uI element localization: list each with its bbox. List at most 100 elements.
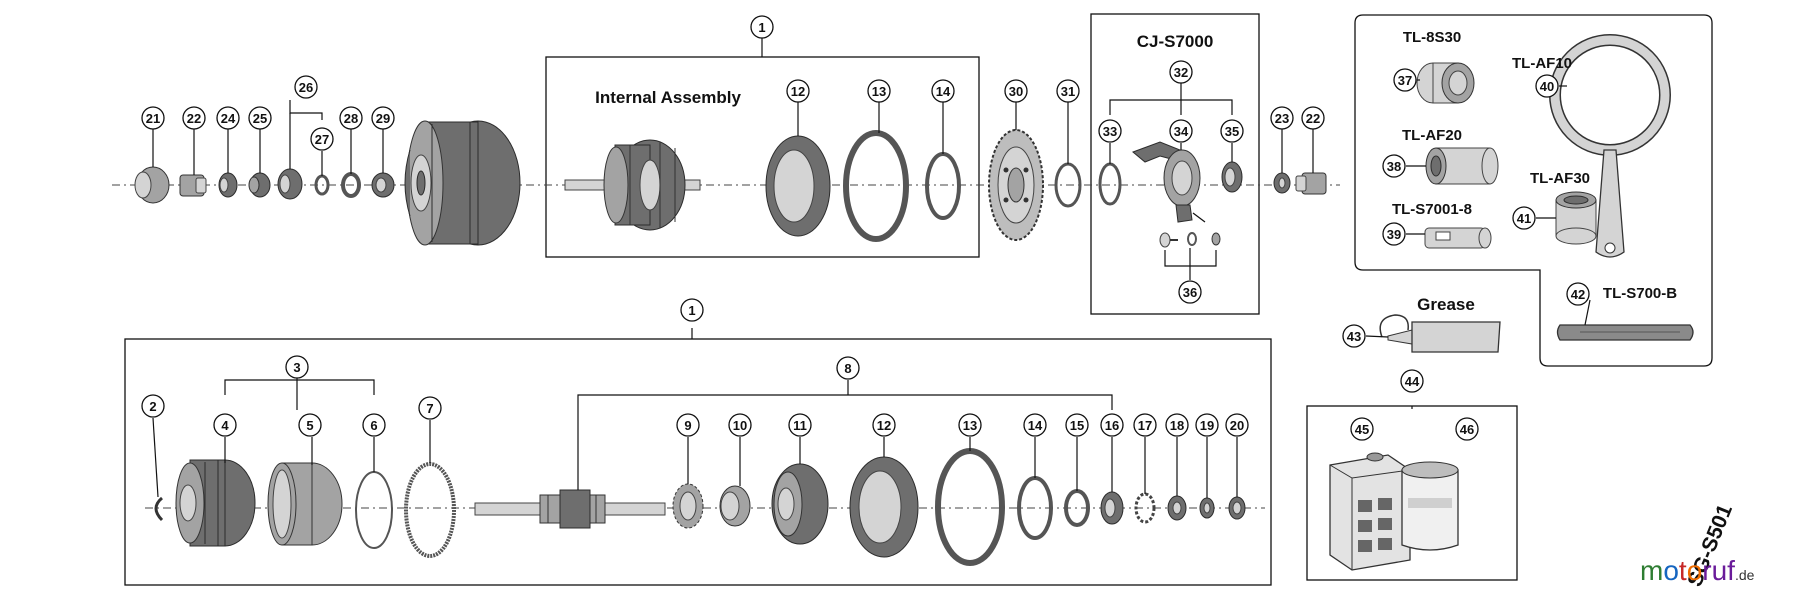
callout-36: 36 <box>1178 280 1202 304</box>
callout-33: 33 <box>1098 119 1122 143</box>
callout-8: 8 <box>836 356 860 380</box>
grease-kit <box>1329 452 1459 571</box>
callout-18: 18 <box>1165 413 1189 437</box>
callout-12-lower: 12 <box>872 413 896 437</box>
tl-af10-label: TL-AF10 <box>1512 55 1572 72</box>
callout-24: 24 <box>216 106 240 130</box>
callout-9: 9 <box>676 413 700 437</box>
tl-s7001-8-label: TL-S7001-8 <box>1392 201 1472 218</box>
callout-4: 4 <box>213 413 237 437</box>
svg-text:39: 39 <box>1387 227 1401 242</box>
part-5-ring-gear <box>267 462 343 546</box>
part-9-clutch-ring <box>672 483 704 529</box>
svg-text:12: 12 <box>791 84 805 99</box>
watermark-letters-ruf: ruf <box>1702 555 1735 586</box>
svg-text:12: 12 <box>877 418 891 433</box>
part-12-seal-lower <box>849 456 919 558</box>
part-46-grease-jar <box>1401 461 1459 551</box>
part-11-carrier <box>771 463 829 545</box>
part-30-sprocket <box>988 129 1044 241</box>
part-29-nut <box>371 172 395 198</box>
part-22-axle-nut-right <box>1295 172 1327 195</box>
cj-s7000-box <box>1090 13 1260 315</box>
callout-14-upper: 14 <box>931 79 955 103</box>
part-13-ring-upper <box>843 130 909 242</box>
callout-31: 31 <box>1056 79 1080 103</box>
callout-1-upper: 1 <box>750 15 774 39</box>
svg-text:31: 31 <box>1061 84 1075 99</box>
svg-text:1: 1 <box>758 20 765 35</box>
svg-text:1: 1 <box>688 303 695 318</box>
callout-17: 17 <box>1133 413 1157 437</box>
part-40-tl-af10 <box>1549 34 1671 258</box>
svg-text:23: 23 <box>1275 111 1289 126</box>
callout-44: 44 <box>1400 369 1424 393</box>
callout-37: 37 <box>1393 68 1417 92</box>
part-36-bolt-set <box>1159 232 1221 248</box>
callout-22-right: 22 <box>1301 106 1325 130</box>
cj-s7000-label: CJ-S7000 <box>1137 32 1214 51</box>
svg-text:44: 44 <box>1405 374 1420 389</box>
svg-text:41: 41 <box>1517 211 1531 226</box>
svg-text:21: 21 <box>146 111 160 126</box>
part-41-tl-af30 <box>1555 191 1597 245</box>
svg-text:6: 6 <box>370 418 377 433</box>
callout-14-lower: 14 <box>1023 413 1047 437</box>
part-4-gear-carrier <box>175 459 256 547</box>
callout-10: 10 <box>728 413 752 437</box>
svg-text:32: 32 <box>1174 65 1188 80</box>
watermark-letter-o1: o <box>1663 555 1679 586</box>
part-16-cone <box>1100 491 1124 525</box>
part-39-tl-s7001-8 <box>1424 227 1492 249</box>
callout-13-lower: 13 <box>958 413 982 437</box>
part-17-lock-washer <box>1134 492 1156 524</box>
boxes <box>124 13 1713 586</box>
callout-16: 16 <box>1100 413 1124 437</box>
part-hub-shell <box>404 120 521 246</box>
callout-5: 5 <box>298 413 322 437</box>
tl-8s30-label: TL-8S30 <box>1403 29 1461 46</box>
callout-2: 2 <box>141 394 165 418</box>
svg-text:19: 19 <box>1200 418 1214 433</box>
part-18-nut <box>1167 495 1187 521</box>
watermark-letter-o2: o <box>1687 555 1703 586</box>
svg-text:27: 27 <box>315 132 329 147</box>
svg-text:8: 8 <box>844 361 851 376</box>
callout-27: 27 <box>310 127 334 151</box>
tl-af30-label: TL-AF30 <box>1530 170 1590 187</box>
svg-text:29: 29 <box>376 111 390 126</box>
callout-32: 32 <box>1169 60 1193 84</box>
callout-40: 40 <box>1535 74 1559 98</box>
part-13-ring-lower <box>935 448 1005 566</box>
svg-text:37: 37 <box>1398 73 1412 88</box>
svg-text:11: 11 <box>793 418 807 433</box>
part-42-tl-s700-b <box>1556 324 1694 341</box>
upper-row-parts <box>134 120 1327 248</box>
callout-46: 46 <box>1455 417 1479 441</box>
svg-text:17: 17 <box>1138 418 1152 433</box>
part-2-clip <box>154 496 164 522</box>
svg-text:9: 9 <box>684 418 691 433</box>
callout-19: 19 <box>1195 413 1219 437</box>
part-6-ring <box>355 471 393 549</box>
callout-35: 35 <box>1220 119 1244 143</box>
svg-text:35: 35 <box>1225 124 1239 139</box>
part-7-ring <box>404 462 456 558</box>
svg-text:26: 26 <box>299 80 313 95</box>
svg-text:18: 18 <box>1170 418 1184 433</box>
callout-20: 20 <box>1225 413 1249 437</box>
callout-23: 23 <box>1270 106 1294 130</box>
svg-text:15: 15 <box>1070 418 1084 433</box>
part-22-axle-nut-left <box>179 174 207 197</box>
callout-34: 34 <box>1169 119 1193 143</box>
callout-26: 26 <box>294 75 318 99</box>
callout-22-left: 22 <box>182 106 206 130</box>
callout-25: 25 <box>248 106 272 130</box>
part-10-bush <box>719 485 751 527</box>
part-38-tl-af20 <box>1425 147 1499 185</box>
callout-30: 30 <box>1004 79 1028 103</box>
part-20-nut <box>1228 496 1246 520</box>
svg-text:24: 24 <box>221 111 236 126</box>
tools <box>1379 34 1694 353</box>
